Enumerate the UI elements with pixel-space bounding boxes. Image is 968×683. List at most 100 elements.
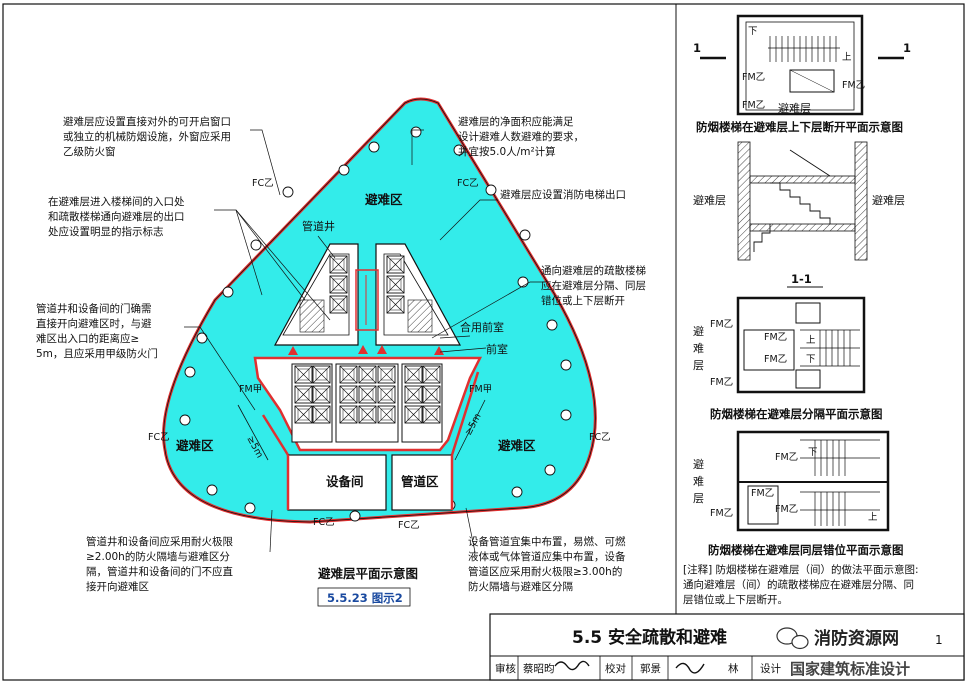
down-label: 下 xyxy=(748,26,758,37)
svg-text:管道井和设备间应采用耐火极限: 管道井和设备间应采用耐火极限 xyxy=(86,535,233,548)
antechamber-label: 前室 xyxy=(486,342,508,356)
fm-yi-label-j: FM乙 xyxy=(775,504,798,515)
refuge-zone-label-top: 避难区 xyxy=(365,192,403,207)
svg-text:应在避难层分隔、同层: 应在避难层分隔、同层 xyxy=(541,279,646,292)
section-1-1: 避难层 避难层 1-1 xyxy=(693,141,905,288)
fm-yi-label-c: FM乙 xyxy=(742,100,765,111)
reviewer-name: 蔡昭昀 xyxy=(523,662,555,675)
check-label: 校对 xyxy=(605,662,626,675)
svg-text:接开向避难区: 接开向避难区 xyxy=(86,580,149,593)
fc-label-1: FC乙 xyxy=(252,178,274,189)
svg-text:液体或气体管道应集中布置，设备: 液体或气体管道应集中布置，设备 xyxy=(468,550,626,563)
down-label-3: 下 xyxy=(808,447,818,458)
reviewer-signature xyxy=(554,660,590,671)
vertical-refuge-2b: 难 xyxy=(693,475,704,488)
checker-name: 郭景 xyxy=(640,662,661,675)
note-5: 通向避难层的疏散楼梯 应在避难层分隔、同层 错位或上下层断开 xyxy=(541,264,646,307)
up-label: 上 xyxy=(842,52,852,63)
fm-yi-label-g: FM乙 xyxy=(710,377,733,388)
vertical-refuge-1b: 难 xyxy=(693,342,704,355)
fm-yi-label-d: FM乙 xyxy=(710,319,733,330)
svg-text:管道区应采用耐火极限≥3.00h的: 管道区应采用耐火极限≥3.00h的 xyxy=(468,565,622,578)
section-mark-left: 1 xyxy=(693,41,701,55)
svg-text:避难层的净面积应能满足: 避难层的净面积应能满足 xyxy=(458,115,574,128)
fm-yi-label-b: FM乙 xyxy=(842,80,865,91)
shared-antechamber-label: 合用前室 xyxy=(460,320,504,334)
vertical-refuge-2a: 避 xyxy=(693,457,704,471)
svg-text:在避难层进入楼梯间的入口处: 在避难层进入楼梯间的入口处 xyxy=(48,195,185,208)
watermark-text: 消防资源网 xyxy=(814,628,899,649)
svg-text:管道井和设备间的门确需: 管道井和设备间的门确需 xyxy=(36,302,152,315)
up-label-3: 上 xyxy=(868,512,878,523)
note-6: 管道井和设备间的门确需 直接开向避难区时，与避 难区出入口的距离应≥ 5m，且应… xyxy=(36,302,158,360)
svg-text:直接开向避难区时，与避: 直接开向避难区时，与避 xyxy=(36,317,152,330)
svg-text:错位或上下层断开: 错位或上下层断开 xyxy=(541,294,625,307)
leader-lines xyxy=(184,129,545,553)
footer-watermark: 国家建筑标准设计 xyxy=(790,660,910,678)
svg-text:或独立的机械防烟设施，外窗应采用: 或独立的机械防烟设施，外窗应采用 xyxy=(63,130,231,143)
section-mark-right: 1 xyxy=(903,41,911,55)
note-4: 避难层应设置消防电梯出口 xyxy=(500,188,626,201)
fc-label-2: FC乙 xyxy=(457,178,479,189)
title-block: 5.5 安全疏散和避难 消防资源网 1 审核 蔡昭昀 校对 郭景 林 设计 国家… xyxy=(489,613,965,681)
wechat-icon xyxy=(776,627,809,650)
fm-yi-label-e: FM乙 xyxy=(764,332,787,343)
svg-text:并宜按5.0人/m²计算: 并宜按5.0人/m²计算 xyxy=(458,145,556,158)
stair-plan-broken: 下 上 FM乙 FM乙 FM乙 避难层 1 1 防烟楼梯在避难层上下层断开平面示… xyxy=(693,14,911,134)
review-label: 审核 xyxy=(495,662,516,675)
fm-jia-left: FM甲 xyxy=(239,384,262,395)
pipe-zone-label: 管道区 xyxy=(401,474,439,489)
svg-text:层错位或上下层断开。: 层错位或上下层断开。 xyxy=(683,593,788,606)
refuge-floor-plan: ≥5m ≥5m 避难区 避难区 避难区 管道井 合用前室 前室 设备间 管道区 … xyxy=(36,97,646,607)
checker-signature xyxy=(675,662,705,674)
equipment-room-label: 设备间 xyxy=(326,474,364,489)
fc-label-3: FC乙 xyxy=(148,432,170,443)
note-3: 在避难层进入楼梯间的入口处 和疏散楼梯通向避难层的出口 处应设置明显的指示标志 xyxy=(48,195,185,238)
caption-1: 防烟楼梯在避难层上下层断开平面示意图 xyxy=(696,120,903,134)
svg-text:5m，且应采用甲级防火门: 5m，且应采用甲级防火门 xyxy=(36,347,158,360)
plan-title: 避难层平面示意图 xyxy=(318,566,418,581)
fm-jia-right: FM甲 xyxy=(469,384,492,395)
figure-tag: 5.5.23 图示2 xyxy=(327,591,403,605)
refuge-layer-label-2: 避难层 xyxy=(693,193,726,207)
fm-yi-label-i: FM乙 xyxy=(751,488,774,499)
page-number: 1 xyxy=(935,633,943,647)
fm-yi-label-k: FM乙 xyxy=(710,508,733,519)
refuge-zone-label-right: 避难区 xyxy=(498,438,536,453)
note-1: 避难层应设置直接对外的可开启窗口 或独立的机械防烟设施，外窗应采用 乙级防火窗 xyxy=(63,115,231,158)
svg-text:设备管道宜集中布置，易燃、可燃: 设备管道宜集中布置，易燃、可燃 xyxy=(468,535,626,548)
fm-yi-label-a: FM乙 xyxy=(742,72,765,83)
refuge-layer-label-3: 避难层 xyxy=(872,193,905,207)
svg-text:通向避难层的疏散楼梯: 通向避难层的疏散楼梯 xyxy=(541,264,646,277)
down-label-2: 下 xyxy=(806,354,816,365)
note-7: 管道井和设备间应采用耐火极限 ≥2.00h的防火隔墙与避难区分 隔，管道井和设备… xyxy=(86,535,233,593)
vertical-refuge-2c: 层 xyxy=(693,492,704,505)
fc-label-6: FC乙 xyxy=(398,520,420,531)
section-label: 1-1 xyxy=(791,272,812,286)
designer-name: 林 xyxy=(728,662,739,675)
refuge-zone-label-left: 避难区 xyxy=(176,438,214,453)
svg-text:≥2.00h的防火隔墙与避难区分: ≥2.00h的防火隔墙与避难区分 xyxy=(86,550,230,563)
side-panel: 下 上 FM乙 FM乙 FM乙 避难层 1 1 防烟楼梯在避难层上下层断开平面示… xyxy=(683,14,919,606)
refuge-layer-label-1: 避难层 xyxy=(778,101,811,115)
note-2: 避难层的净面积应能满足 设计避难人数避难的要求， 并宜按5.0人/m²计算 xyxy=(458,115,584,158)
fm-yi-label-h: FM乙 xyxy=(775,452,798,463)
fc-label-4: FC乙 xyxy=(589,432,611,443)
caption-2: 防烟楼梯在避难层分隔平面示意图 xyxy=(710,407,883,421)
stair-offset-plan: 下 上 FM乙 FM乙 FM乙 FM乙 避 难 层 防烟楼梯在避难层同层错位平面… xyxy=(693,430,904,557)
svg-text:设计避难人数避难的要求，: 设计避难人数避难的要求， xyxy=(458,130,584,143)
fc-label-5: FC乙 xyxy=(313,517,335,528)
up-label-2: 上 xyxy=(806,335,816,346)
vertical-refuge-1a: 避 xyxy=(693,324,704,338)
svg-text:难区出入口的距离应≥: 难区出入口的距离应≥ xyxy=(36,332,139,345)
svg-text:[注释] 防烟楼梯在避难层（间）的做法平面示意图:: [注释] 防烟楼梯在避难层（间）的做法平面示意图: xyxy=(683,563,919,576)
stair-separation-plan: 上 下 FM乙 FM乙 FM乙 FM乙 避 难 层 防烟楼梯在避难层分隔平面示意… xyxy=(693,296,883,421)
note-8: 设备管道宜集中布置，易燃、可燃 液体或气体管道应集中布置，设备 管道区应采用耐火… xyxy=(468,535,626,593)
svg-text:处应设置明显的指示标志: 处应设置明显的指示标志 xyxy=(48,225,164,238)
vertical-refuge-1c: 层 xyxy=(693,359,704,372)
section-title: 5.5 安全疏散和避难 xyxy=(572,627,727,648)
svg-text:通向避难层（间）的疏散楼梯应在避难层分隔、同: 通向避难层（间）的疏散楼梯应在避难层分隔、同 xyxy=(683,578,914,591)
svg-text:避难层应设置直接对外的可开启窗口: 避难层应设置直接对外的可开启窗口 xyxy=(63,115,231,128)
pipe-zone-room xyxy=(391,454,453,511)
